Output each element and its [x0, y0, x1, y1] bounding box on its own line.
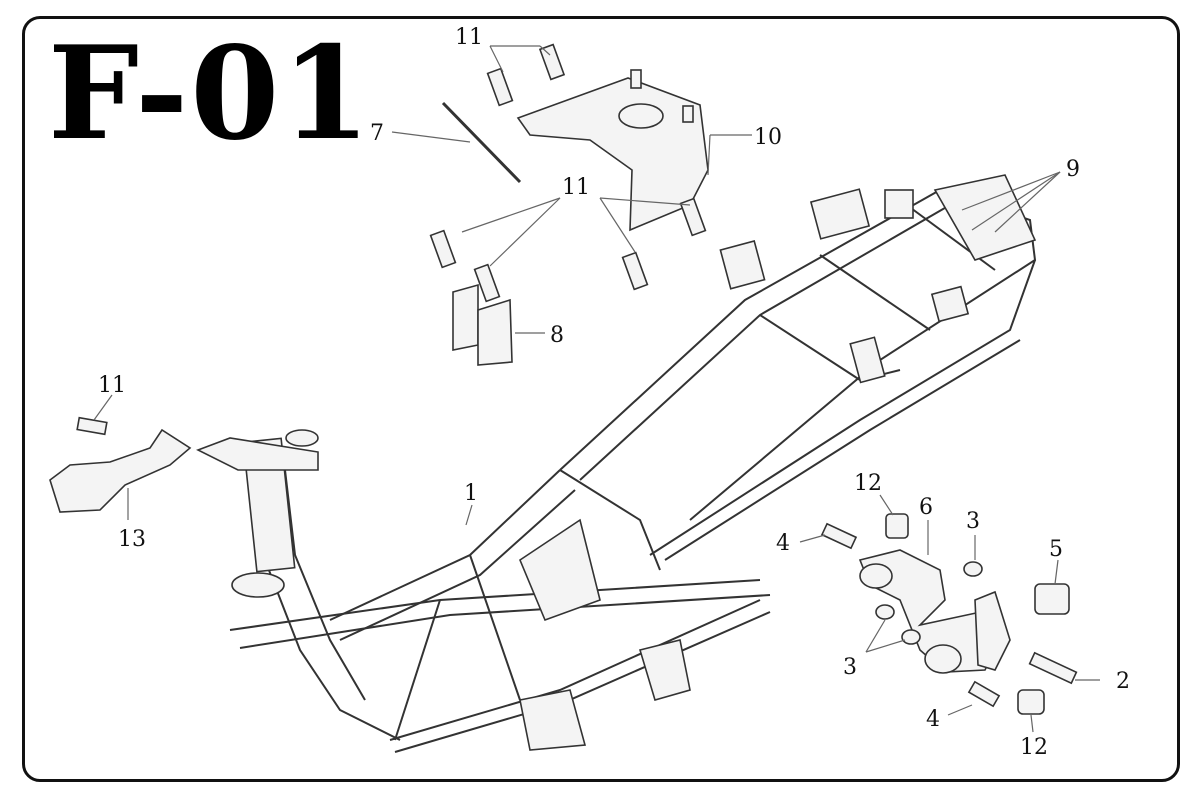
part-10-hole [618, 103, 664, 129]
part-8-rubber-blocks [452, 283, 513, 366]
callout-11: 11 [455, 25, 483, 50]
callout-3: 3 [966, 509, 980, 534]
callout-13: 13 [118, 527, 146, 552]
part-10-stud [630, 69, 642, 89]
callout-9: 9 [1066, 157, 1080, 182]
callout-4: 4 [926, 707, 940, 732]
callout-12: 12 [854, 471, 882, 496]
part-7-strap [441, 101, 522, 184]
callout-7: 7 [370, 121, 384, 146]
part-13-bracket [49, 428, 192, 513]
part-10-stud [682, 105, 694, 123]
leader-lines [93, 45, 1100, 733]
frame-assembly [196, 174, 1037, 753]
diagram-title: F-01 [48, 19, 373, 169]
callout-1: 1 [464, 481, 478, 506]
callout-3: 3 [843, 655, 857, 680]
callout-4: 4 [776, 531, 790, 556]
callout-6: 6 [919, 495, 933, 520]
bolt-icons [76, 43, 707, 436]
callout-11: 11 [562, 175, 590, 200]
engine-hanger-assembly [820, 513, 1078, 715]
callout-10: 10 [754, 125, 782, 150]
callout-2: 2 [1116, 669, 1130, 694]
callout-11: 11 [98, 373, 126, 398]
part-10-bracket [516, 77, 709, 232]
callout-5: 5 [1049, 537, 1063, 562]
callout-12: 12 [1020, 735, 1048, 760]
callout-8: 8 [550, 323, 564, 348]
